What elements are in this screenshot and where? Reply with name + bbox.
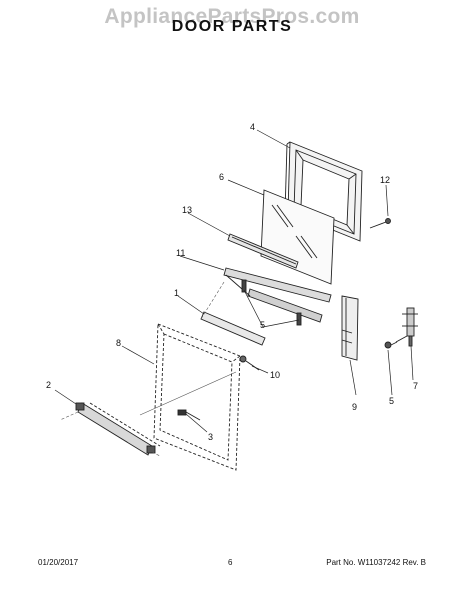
callout-5a: 5 — [260, 320, 265, 330]
part-10-screw — [239, 355, 260, 371]
callout-3: 3 — [208, 432, 213, 442]
site-watermark: AppliancePartsPros.com — [104, 5, 360, 28]
part-1-strip — [200, 311, 266, 346]
diagram-title: DOOR PARTS — [171, 18, 293, 35]
callout-12: 12 — [380, 175, 390, 185]
footer-part-info: Part No. W11037242 Rev. B — [326, 558, 426, 567]
part-5-screw-hinge — [384, 341, 398, 349]
callout-2: 2 — [46, 380, 51, 390]
footer-page-number: 6 — [228, 558, 233, 567]
callout-11: 11 — [176, 248, 185, 258]
callout-10: 10 — [270, 370, 280, 380]
callout-labels: 1 2 3 4 5 5 5 6 7 8 9 10 11 12 13 — [46, 122, 418, 442]
part-9-side-trim — [341, 295, 359, 361]
callout-7: 7 — [413, 381, 418, 391]
part-12-screw — [369, 218, 391, 229]
callout-13: 13 — [182, 205, 192, 215]
callout-9: 9 — [352, 402, 357, 412]
part-8-inner-door — [153, 323, 241, 471]
callout-1: 1 — [174, 288, 179, 298]
footer-date: 01/20/2017 — [38, 558, 79, 567]
callout-4: 4 — [250, 122, 255, 132]
callout-6: 6 — [219, 172, 224, 182]
part-2-handle — [75, 402, 161, 456]
callout-5c: 5 — [389, 396, 394, 406]
part-11-bracket — [223, 267, 332, 326]
part-3-clip — [177, 409, 201, 421]
part-7-hinge — [395, 307, 418, 347]
leader-lines — [54, 129, 414, 433]
assembly-lines — [59, 281, 237, 457]
callout-8: 8 — [116, 338, 121, 348]
part-13-strip — [227, 233, 299, 269]
